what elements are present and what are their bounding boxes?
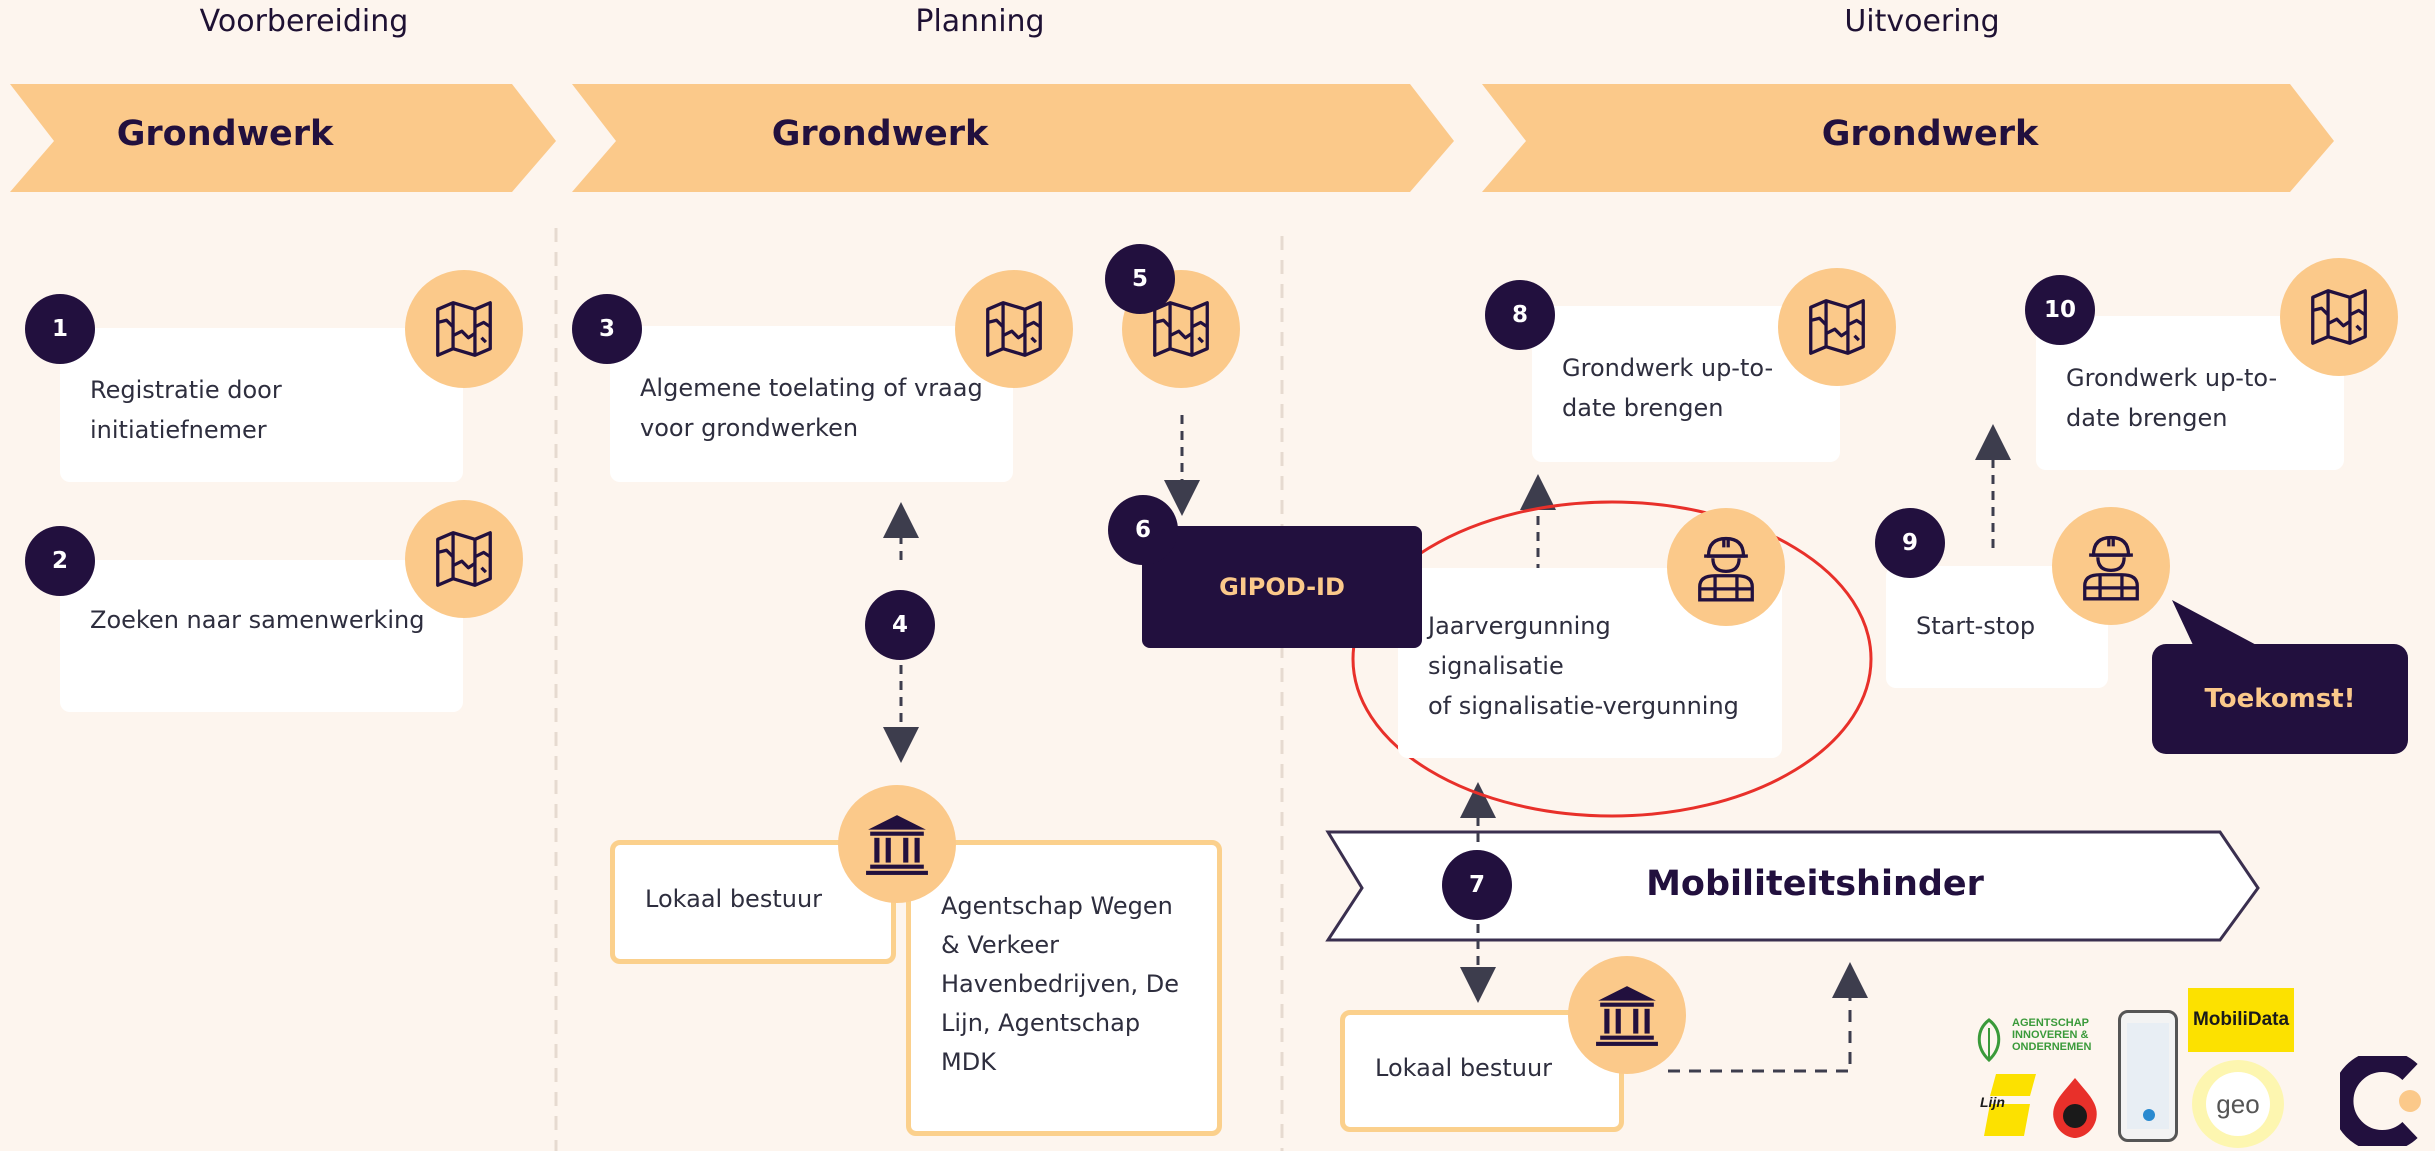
chevron-label-prep: Grondwerk xyxy=(116,114,334,154)
step-number-9: 9 xyxy=(1875,508,1945,578)
logo-text: ONDERNEMEN xyxy=(2012,1041,2092,1053)
step-3-line2: voor grondwerken xyxy=(640,414,859,442)
icon-circle xyxy=(955,270,1073,388)
worker-icon xyxy=(2076,531,2146,601)
logo-text: Data xyxy=(2247,1009,2290,1030)
leaf-icon xyxy=(1977,1018,2001,1062)
logo-text: AGENTSCHAP xyxy=(2012,1017,2090,1029)
chevron-label-execution: Grondwerk xyxy=(1821,114,2039,154)
step-10-line2: date brengen xyxy=(2066,404,2228,432)
agency-line: MDK xyxy=(941,1048,996,1076)
chevron-label-mobility: Mobiliteitshinder xyxy=(1646,864,1984,904)
signalisation-line1: Jaarvergunning signalisatie xyxy=(1428,612,1611,680)
icon-circle xyxy=(1568,956,1686,1074)
step-3-line1: Algemene toelating of vraag xyxy=(640,374,983,402)
step-number-5: 5 xyxy=(1105,244,1175,314)
map-pin-icon xyxy=(2143,1109,2155,1121)
de-lijn-logo: Lijn xyxy=(1980,1070,2036,1138)
chevron-execution xyxy=(1482,84,2334,192)
map-icon xyxy=(429,294,499,364)
chevron-prep xyxy=(10,84,556,192)
step-number-1: 1 xyxy=(25,294,95,364)
de-lijn-mark-icon xyxy=(1984,1074,2036,1136)
icon-circle xyxy=(2052,507,2170,625)
flame-icon xyxy=(2053,1078,2097,1138)
map-icon xyxy=(979,294,1049,364)
building-icon xyxy=(864,811,930,877)
phase-title-execution: Uitvoering xyxy=(1844,4,2000,39)
step-2-line1: Zoeken naar samenwerking xyxy=(90,606,425,634)
step-number-6: 6 xyxy=(1108,495,1178,565)
gipod-id-label: GIPOD-ID xyxy=(1219,573,1345,601)
signalisation-line2: of signalisatie-vergunning xyxy=(1428,692,1739,720)
gipod-id-box: GIPOD-ID xyxy=(1142,526,1422,648)
logo-text: geo xyxy=(2206,1072,2270,1136)
brand-mark-icon xyxy=(2331,1050,2421,1151)
step-10-line1: Grondwerk up-to- xyxy=(2066,364,2278,392)
phase-title-prep: Voorbereiding xyxy=(199,4,409,39)
logo-text: Mobili xyxy=(2192,1009,2248,1030)
step-number-3: 3 xyxy=(572,294,642,364)
agency-line: & Verkeer xyxy=(941,931,1059,959)
phone-app-logo xyxy=(2118,1010,2178,1142)
step-number-2: 2 xyxy=(25,526,95,596)
step-1-line2: initiatiefnemer xyxy=(90,416,267,444)
icon-circle xyxy=(1778,268,1896,386)
icon-circle xyxy=(2280,258,2398,376)
building-icon xyxy=(1594,982,1660,1048)
logo-text: Lijn xyxy=(1980,1094,2005,1110)
arrow-to-mobility xyxy=(1668,962,1868,1073)
future-bubble: Toekomst! xyxy=(2152,644,2408,754)
logo-text: INNOVEREN & xyxy=(2012,1029,2089,1041)
highlight-ellipse xyxy=(1351,500,1873,818)
geo-logo: geo xyxy=(2192,1060,2284,1148)
map-icon xyxy=(2304,282,2374,352)
step-8-line1: Grondwerk up-to- xyxy=(1562,354,1774,382)
agency-line: Agentschap Wegen xyxy=(941,892,1173,920)
step-9-line1: Start-stop xyxy=(1916,612,2036,640)
brand-logo xyxy=(2331,1050,2430,1151)
icon-circle xyxy=(405,270,523,388)
local-gov-planning-label: Lokaal bestuur xyxy=(645,885,823,913)
step-1-line1: Registratie door xyxy=(90,376,282,404)
icon-circle xyxy=(1667,508,1785,626)
agencies-card: Agentschap Wegen & Verkeer Havenbedrijve… xyxy=(906,840,1222,1136)
step-card-2: Zoeken naar samenwerking xyxy=(60,560,463,712)
step-card-3: Algemene toelating of vraag voor grondwe… xyxy=(610,326,1013,482)
chevron-planning xyxy=(572,84,1454,192)
step-number-8: 8 xyxy=(1485,280,1555,350)
step-number-7: 7 xyxy=(1442,850,1512,920)
chevron-mobility xyxy=(1325,830,2260,942)
map-icon xyxy=(1802,292,1872,362)
local-gov-execution-label: Lokaal bestuur xyxy=(1375,1054,1553,1082)
future-bubble-label: Toekomst! xyxy=(2204,684,2356,714)
step-card-1: Registratie door initiatiefnemer xyxy=(60,328,463,482)
icon-circle xyxy=(405,500,523,618)
phase-title-planning: Planning xyxy=(915,4,1045,39)
step-8-line2: date brengen xyxy=(1562,394,1724,422)
step-number-4: 4 xyxy=(865,590,935,660)
fire-service-logo xyxy=(2044,1074,2106,1140)
agentschap-logo: AGENTSCHAP INNOVEREN & ONDERNEMEN xyxy=(1972,1016,2092,1062)
worker-icon xyxy=(1691,532,1761,602)
icon-circle xyxy=(838,785,956,903)
chevron-label-planning: Grondwerk xyxy=(771,114,989,154)
map-icon xyxy=(429,524,499,594)
step-number-10: 10 xyxy=(2025,275,2095,345)
agency-line: Lijn, Agentschap xyxy=(941,1009,1141,1037)
agency-line: Havenbedrijven, De xyxy=(941,970,1180,998)
